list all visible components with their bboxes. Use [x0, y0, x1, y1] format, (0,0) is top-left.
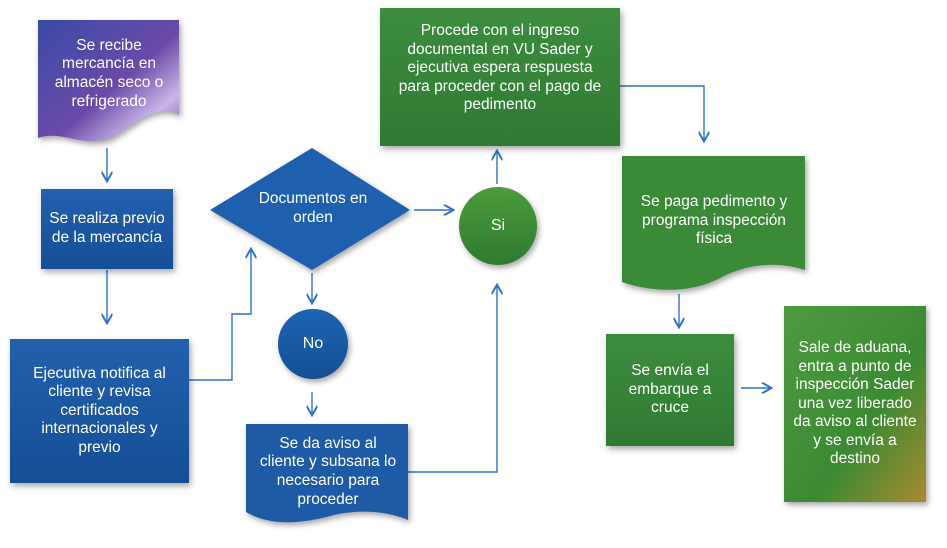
notifica-node: Ejecutiva notifica al cliente y revisa c… — [10, 339, 189, 483]
si-label: Si — [490, 217, 506, 235]
sale-label: Sale de aduana, entra a punto de inspecc… — [793, 338, 917, 468]
arrow-ingreso-paga — [620, 85, 704, 140]
envia-node: Se envía el embarque a cruce — [606, 334, 734, 446]
no-node: No — [278, 324, 348, 364]
recibe-label: Se recibe mercancía en almacén seco o re… — [54, 36, 164, 110]
documentos-label: Documentos en orden — [258, 190, 368, 226]
aviso-node: Se da aviso al cliente y subsana lo nece… — [256, 430, 400, 514]
previo-node: Se realiza previo de la mercancía — [41, 189, 173, 269]
ingreso-node: Procede con el ingreso documental en VU … — [380, 8, 620, 146]
arrow-notifica-documentos — [189, 250, 251, 381]
documentos-node: Documentos en orden — [258, 185, 368, 233]
previo-label: Se realiza previo de la mercancía — [49, 210, 165, 246]
sale-node: Sale de aduana, entra a punto de inspecc… — [788, 312, 922, 496]
arrow-aviso-si — [408, 286, 497, 473]
no-label: No — [302, 335, 324, 353]
notifica-label: Ejecutiva notifica al cliente y revisa c… — [33, 364, 166, 456]
envia-label: Se envía el embarque a cruce — [628, 362, 712, 417]
paga-node: Se paga pedimento y programa inspección … — [626, 188, 802, 254]
paga-label: Se paga pedimento y programa inspección … — [640, 193, 788, 248]
recibe-node: Se recibe mercancía en almacén seco o re… — [42, 26, 176, 122]
aviso-label: Se da aviso al cliente y subsana lo nece… — [259, 434, 397, 508]
si-node: Si — [468, 206, 528, 246]
ingreso-label: Procede con el ingreso documental en VU … — [398, 22, 602, 114]
